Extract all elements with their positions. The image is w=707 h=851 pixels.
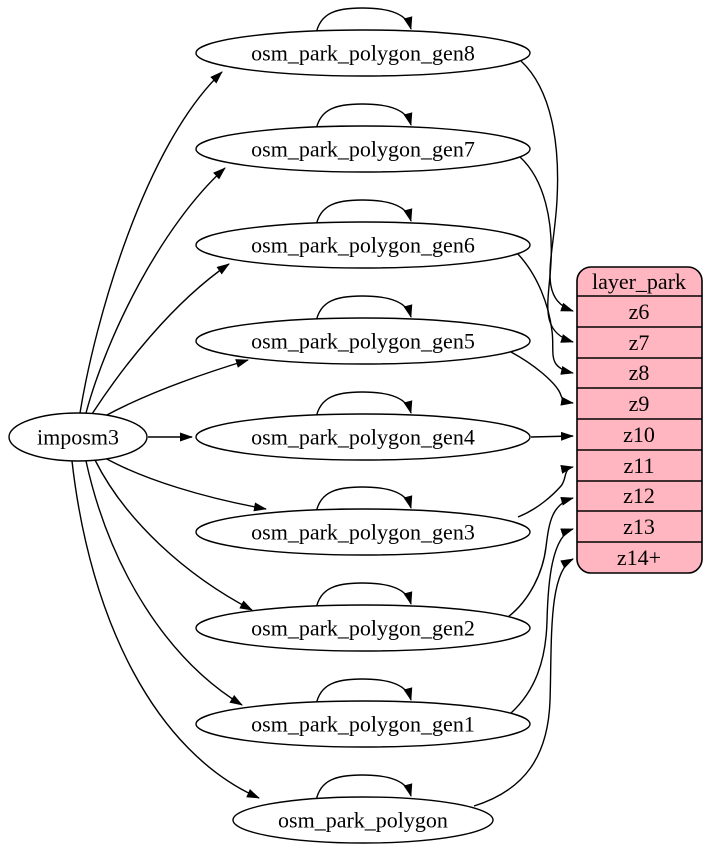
node-ellipse-imposm3 [8,412,148,462]
edge-osm-park-polygon-gen2-to-z12 [507,496,574,618]
node-osm-park-polygon-gen4: osm_park_polygon_gen4 [195,413,531,461]
node-label-osm-park-polygon-gen8: osm_park_polygon_gen8 [251,41,475,66]
edge-osm-park-polygon-gen3-to-z11 [517,464,574,518]
edge-osm-park-polygon-gen7-to-z7 [519,156,574,343]
record-node-layer-park: layer_park z6 z7 z8 z9 z10 z11 z12 z13 z… [576,266,703,574]
node-ellipse-osm-park-polygon-gen3 [195,508,531,556]
edge-imposm3-to-osm-park-polygon-gen2 [94,459,253,611]
node-ellipse-osm-park-polygon-gen7 [195,125,531,173]
node-label-osm-park-polygon-gen5: osm_park_polygon_gen5 [251,329,475,354]
edge-imposm3-to-osm-park-polygon-gen6 [91,263,230,415]
node-label-osm-park-polygon-gen6: osm_park_polygon_gen6 [251,233,475,258]
self-loop-osm-park-polygon [315,774,413,802]
node-ellipse-osm-park-polygon-gen2 [195,604,531,652]
record-row-label-z8: z8 [629,360,650,385]
node-osm-park-polygon-gen5: osm_park_polygon_gen5 [195,317,531,365]
self-loop-osm-park-polygon-gen1 [315,678,413,706]
node-label-osm-park-polygon-gen1: osm_park_polygon_gen1 [251,712,475,737]
node-imposm3: imposm3 [8,412,148,462]
record-row-label-z7: z7 [629,330,650,355]
edge-imposm3-to-osm-park-polygon-gen5 [104,359,249,417]
record-row-label-z12: z12 [623,483,655,508]
node-ellipse-osm-park-polygon-gen4 [195,413,531,461]
node-osm-park-polygon-gen8: osm_park_polygon_gen8 [195,29,531,77]
edge-osm-park-polygon-gen1-to-z13 [510,528,574,714]
node-label-osm-park-polygon-gen2: osm_park_polygon_gen2 [251,616,475,641]
edges-source-to-tables [71,71,267,799]
node-ellipse-osm-park-polygon-gen1 [195,700,531,748]
record-row-label-z6: z6 [629,299,650,324]
node-osm-park-polygon: osm_park_polygon [232,796,494,844]
edges-tables-to-record [473,60,574,807]
node-label-osm-park-polygon-gen7: osm_park_polygon_gen7 [251,137,475,162]
record-row-label-z13: z13 [623,514,655,539]
edge-osm-park-polygon-gen5-to-z9 [510,351,574,406]
record-row-label-z14plus: z14+ [617,545,661,570]
self-loop-osm-park-polygon-gen6 [315,199,413,227]
node-ellipse-osm-park-polygon-gen8 [195,29,531,77]
node-ellipse-osm-park-polygon-gen5 [195,317,531,365]
self-loop-osm-park-polygon-gen3 [315,486,413,514]
node-ellipse-osm-park-polygon-gen6 [195,221,531,269]
node-osm-park-polygon-gen7: osm_park_polygon_gen7 [195,125,531,173]
node-osm-park-polygon-gen1: osm_park_polygon_gen1 [195,700,531,748]
edge-osm-park-polygon-gen6-to-z8 [516,252,574,375]
edge-osm-park-polygon-to-z14plus [473,558,574,807]
node-ellipse-osm-park-polygon [232,796,494,844]
edge-imposm3-to-osm-park-polygon [71,460,260,799]
self-loop-osm-park-polygon-gen4 [315,391,413,419]
record-background [576,266,703,574]
self-loop-osm-park-polygon-gen5 [315,295,413,323]
node-label-osm-park-polygon-gen3: osm_park_polygon_gen3 [251,520,475,545]
table-nodes: osm_park_polygon_gen8 osm_park_polygon_g… [195,29,531,844]
edge-imposm3-to-osm-park-polygon-gen3 [104,457,267,512]
node-label-imposm3: imposm3 [37,425,119,450]
record-row-label-z9: z9 [629,391,650,416]
edge-imposm3-to-osm-park-polygon-gen7 [85,167,226,414]
record-title: layer_park [592,269,686,294]
node-osm-park-polygon-gen2: osm_park_polygon_gen2 [195,604,531,652]
node-osm-park-polygon-gen3: osm_park_polygon_gen3 [195,508,531,556]
node-label-osm-park-polygon-gen4: osm_park_polygon_gen4 [251,425,475,450]
node-label-osm-park-polygon: osm_park_polygon [278,808,448,833]
record-row-label-z10: z10 [623,422,655,447]
self-loop-osm-park-polygon-gen2 [315,582,413,610]
node-osm-park-polygon-gen6: osm_park_polygon_gen6 [195,221,531,269]
self-loop-osm-park-polygon-gen8 [315,7,413,35]
edge-osm-park-polygon-gen4-to-z10 [530,431,574,441]
self-loop-osm-park-polygon-gen7 [315,103,413,131]
edge-imposm3-to-osm-park-polygon-gen1 [85,460,243,706]
self-loops [315,7,413,802]
record-row-label-z11: z11 [624,453,655,478]
edge-imposm3-to-osm-park-polygon-gen8 [79,71,223,414]
edge-osm-park-polygon-gen8-to-z6 [520,60,574,312]
